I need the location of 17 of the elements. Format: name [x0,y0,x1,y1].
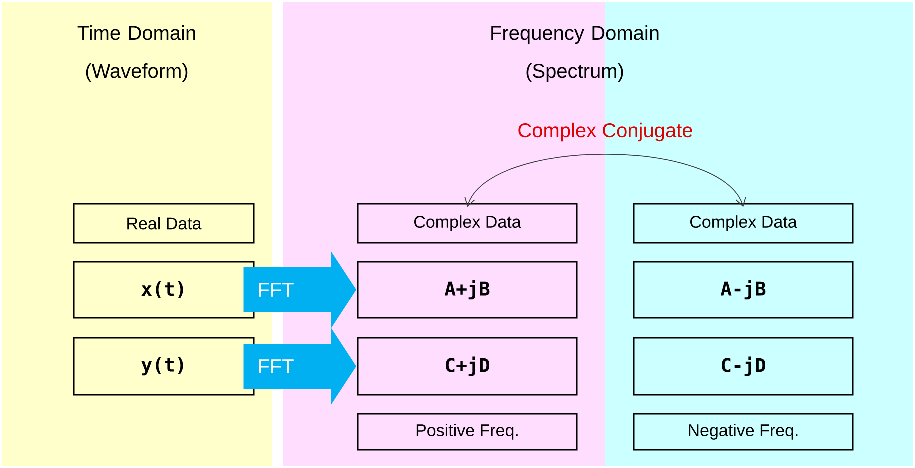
value-box: C-jD [633,337,854,396]
panel-heading: Time Domain (Waveform) [78,26,196,82]
value-box: x(t) [73,261,255,319]
edge-label: FFT [259,283,294,297]
label-box: Real Data [73,203,255,244]
value-box: A+jB [357,261,578,319]
label-box: Complex Data [633,203,854,244]
edge-label: FFT [259,360,294,374]
label-box: Negative Freq. [633,413,854,451]
edge-label: Complex Conjugate [518,122,692,142]
label-box: Complex Data [357,203,578,244]
value-box: y(t) [73,337,255,396]
panel-heading: Frequency Domain (Spectrum) [492,26,659,82]
label-box: Positive Freq. [357,413,578,451]
curved-arrow [464,154,746,208]
value-box: C+jD [357,337,578,396]
value-box: A-jB [633,261,854,319]
